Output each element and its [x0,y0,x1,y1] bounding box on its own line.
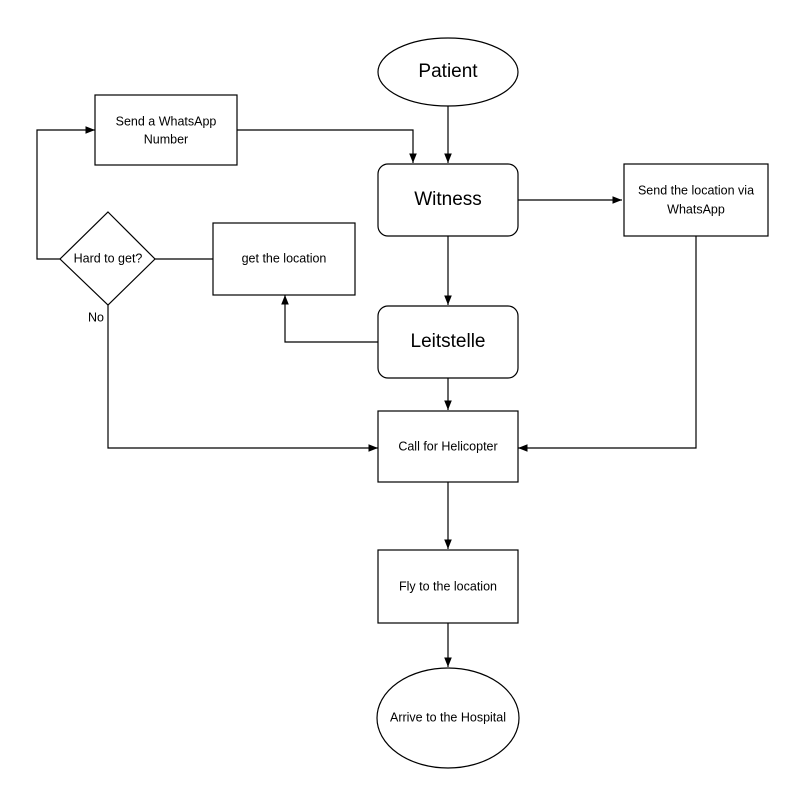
node-call-helicopter: Call for Helicopter [377,410,519,483]
node-hard-to-get: Hard to get? [59,211,156,306]
edge-decision-no-call [107,305,378,452]
edge-label-no: No [88,310,104,324]
node-send-location-line1: Send the location via [638,183,754,197]
node-get-location-label: get the location [242,251,327,265]
node-whatsapp-number-line1: Send a WhatsApp [116,114,217,128]
node-patient-label: Patient [418,61,478,82]
edges [36,106,697,667]
node-send-location-line2: WhatsApp [667,202,725,216]
node-hospital: Arrive to the Hospital [376,667,520,769]
node-patient: Patient [377,37,519,107]
node-whatsapp-number: Send a WhatsApp Number [94,94,238,166]
node-witness-label: Witness [414,189,482,210]
node-leitstelle: Leitstelle [377,305,519,379]
edge-leitstelle-getlocation [281,295,378,343]
node-send-location: Send the location via WhatsApp [623,163,769,237]
node-leitstelle-label: Leitstelle [411,331,486,352]
node-get-location: get the location [212,222,356,296]
edge-whatsappnumber-witness [237,129,417,163]
node-whatsapp-number-line2: Number [144,132,188,146]
node-fly-label: Fly to the location [399,579,497,593]
node-witness: Witness [377,163,519,237]
edge-decision-whatsappnumber [36,126,95,260]
node-hospital-label: Arrive to the Hospital [390,710,506,724]
node-fly: Fly to the location [377,549,519,624]
node-call-helicopter-label: Call for Helicopter [398,439,497,453]
edge-sendlocation-call [518,236,697,452]
node-hard-to-get-label: Hard to get? [74,251,143,265]
